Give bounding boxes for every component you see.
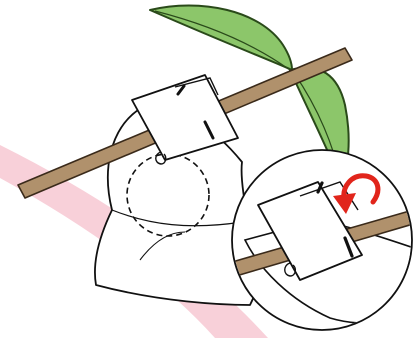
leaf [150,5,292,70]
magnified-detail [232,150,418,330]
